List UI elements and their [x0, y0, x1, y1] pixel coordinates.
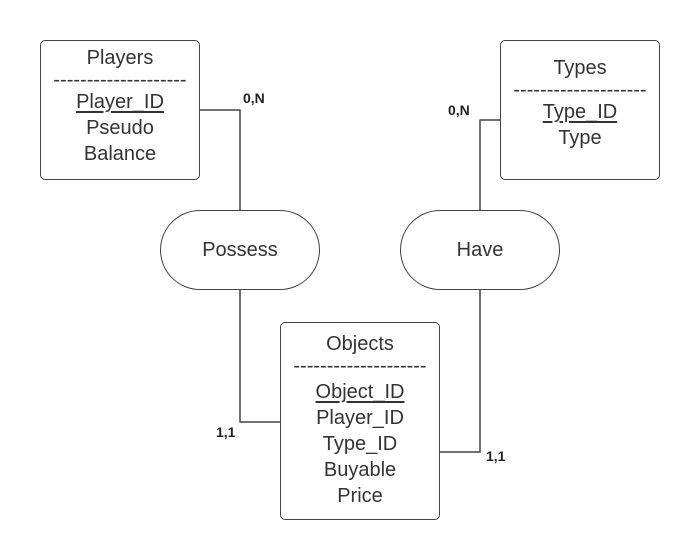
entity-title: Objects — [326, 333, 394, 355]
entity-title: Players — [86, 47, 154, 69]
entity-players[interactable]: Players -------------------- Player_ID P… — [40, 40, 200, 180]
attribute-primary-key: Type_ID — [542, 101, 618, 123]
entity-separator: -------------------- — [513, 81, 647, 99]
cardinality-types-have: 0,N — [448, 102, 470, 118]
entity-separator: -------------------- — [53, 71, 187, 89]
entity-title: Types — [553, 57, 607, 79]
cardinality-objects-have: 1,1 — [486, 448, 506, 464]
attribute: Pseudo — [86, 117, 154, 139]
connector-players-possess — [200, 109, 241, 210]
entity-types[interactable]: Types -------------------- Type_ID Type — [500, 40, 660, 180]
cardinality-objects-possess: 1,1 — [216, 424, 236, 440]
attribute-primary-key: Player_ID — [76, 91, 164, 113]
entity-objects[interactable]: Objects -------------------- Object_ID P… — [280, 322, 440, 520]
attribute: Balance — [83, 143, 157, 165]
relation-label: Possess — [202, 238, 278, 261]
relation-label: Have — [456, 238, 504, 261]
relation-have[interactable]: Have — [400, 210, 560, 290]
entity-separator: -------------------- — [293, 357, 427, 375]
connector-have-objects — [440, 290, 481, 453]
connector-possess-objects — [239, 290, 280, 423]
attribute: Type_ID — [322, 433, 398, 455]
connector-types-have — [479, 119, 500, 210]
cardinality-players-possess: 0,N — [243, 90, 265, 106]
attribute: Player_ID — [316, 407, 404, 429]
attribute: Price — [337, 485, 383, 507]
attribute: Type — [558, 127, 602, 149]
attribute: Buyable — [323, 459, 397, 481]
attribute-primary-key: Object_ID — [315, 381, 405, 403]
relation-possess[interactable]: Possess — [160, 210, 320, 290]
